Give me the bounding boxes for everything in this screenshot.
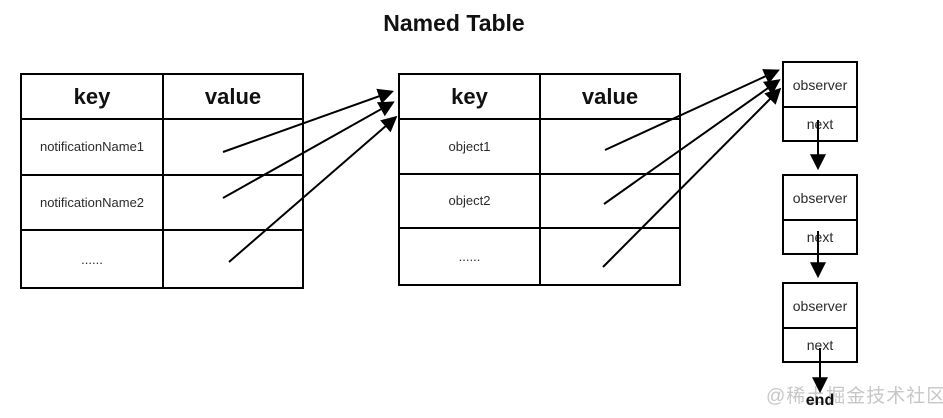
object-table-row2-key: object2: [400, 174, 541, 230]
observer-node-2-next-cell: next: [806, 229, 834, 245]
notification-table-header-key: key: [22, 75, 164, 120]
observer-node-3-next-cell: next: [806, 337, 834, 353]
diagram-title: Named Table: [383, 10, 525, 36]
object-table-row3-value: [541, 229, 679, 284]
notification-table-row3-key: ......: [22, 231, 164, 287]
notification-table-header-value: value: [164, 75, 302, 120]
observer-node-1: observer next: [782, 61, 858, 142]
notification-table-row3-value: [164, 231, 302, 287]
object-table-row3-key: ......: [400, 229, 541, 284]
notification-table-row1-value: [164, 120, 302, 176]
object-table-row1-key: object1: [400, 120, 541, 175]
observer-node-1-observer-cell: observer: [784, 63, 856, 108]
list-end-label: end: [805, 392, 835, 409]
notification-table: key value notificationName1 notification…: [20, 73, 304, 289]
observer-node-2-observer-cell: observer: [784, 176, 856, 221]
object-table-header-key: key: [400, 75, 541, 120]
object-table-header-value: value: [541, 75, 679, 120]
observer-node-2: observer next: [782, 174, 858, 255]
observer-node-3: observer next: [782, 282, 858, 363]
notification-table-row1-key: notificationName1: [22, 120, 164, 176]
observer-node-1-next-cell: next: [806, 116, 834, 132]
notification-table-row2-key: notificationName2: [22, 175, 164, 232]
watermark-text: @稀土掘金技术社区: [766, 386, 943, 407]
object-table-row2-value: [541, 175, 679, 230]
object-table-row1-value: [541, 120, 679, 175]
observer-node-3-observer-cell: observer: [784, 284, 856, 329]
object-table: key value object1 object2 ......: [398, 73, 681, 286]
notification-table-row2-value: [164, 176, 302, 232]
